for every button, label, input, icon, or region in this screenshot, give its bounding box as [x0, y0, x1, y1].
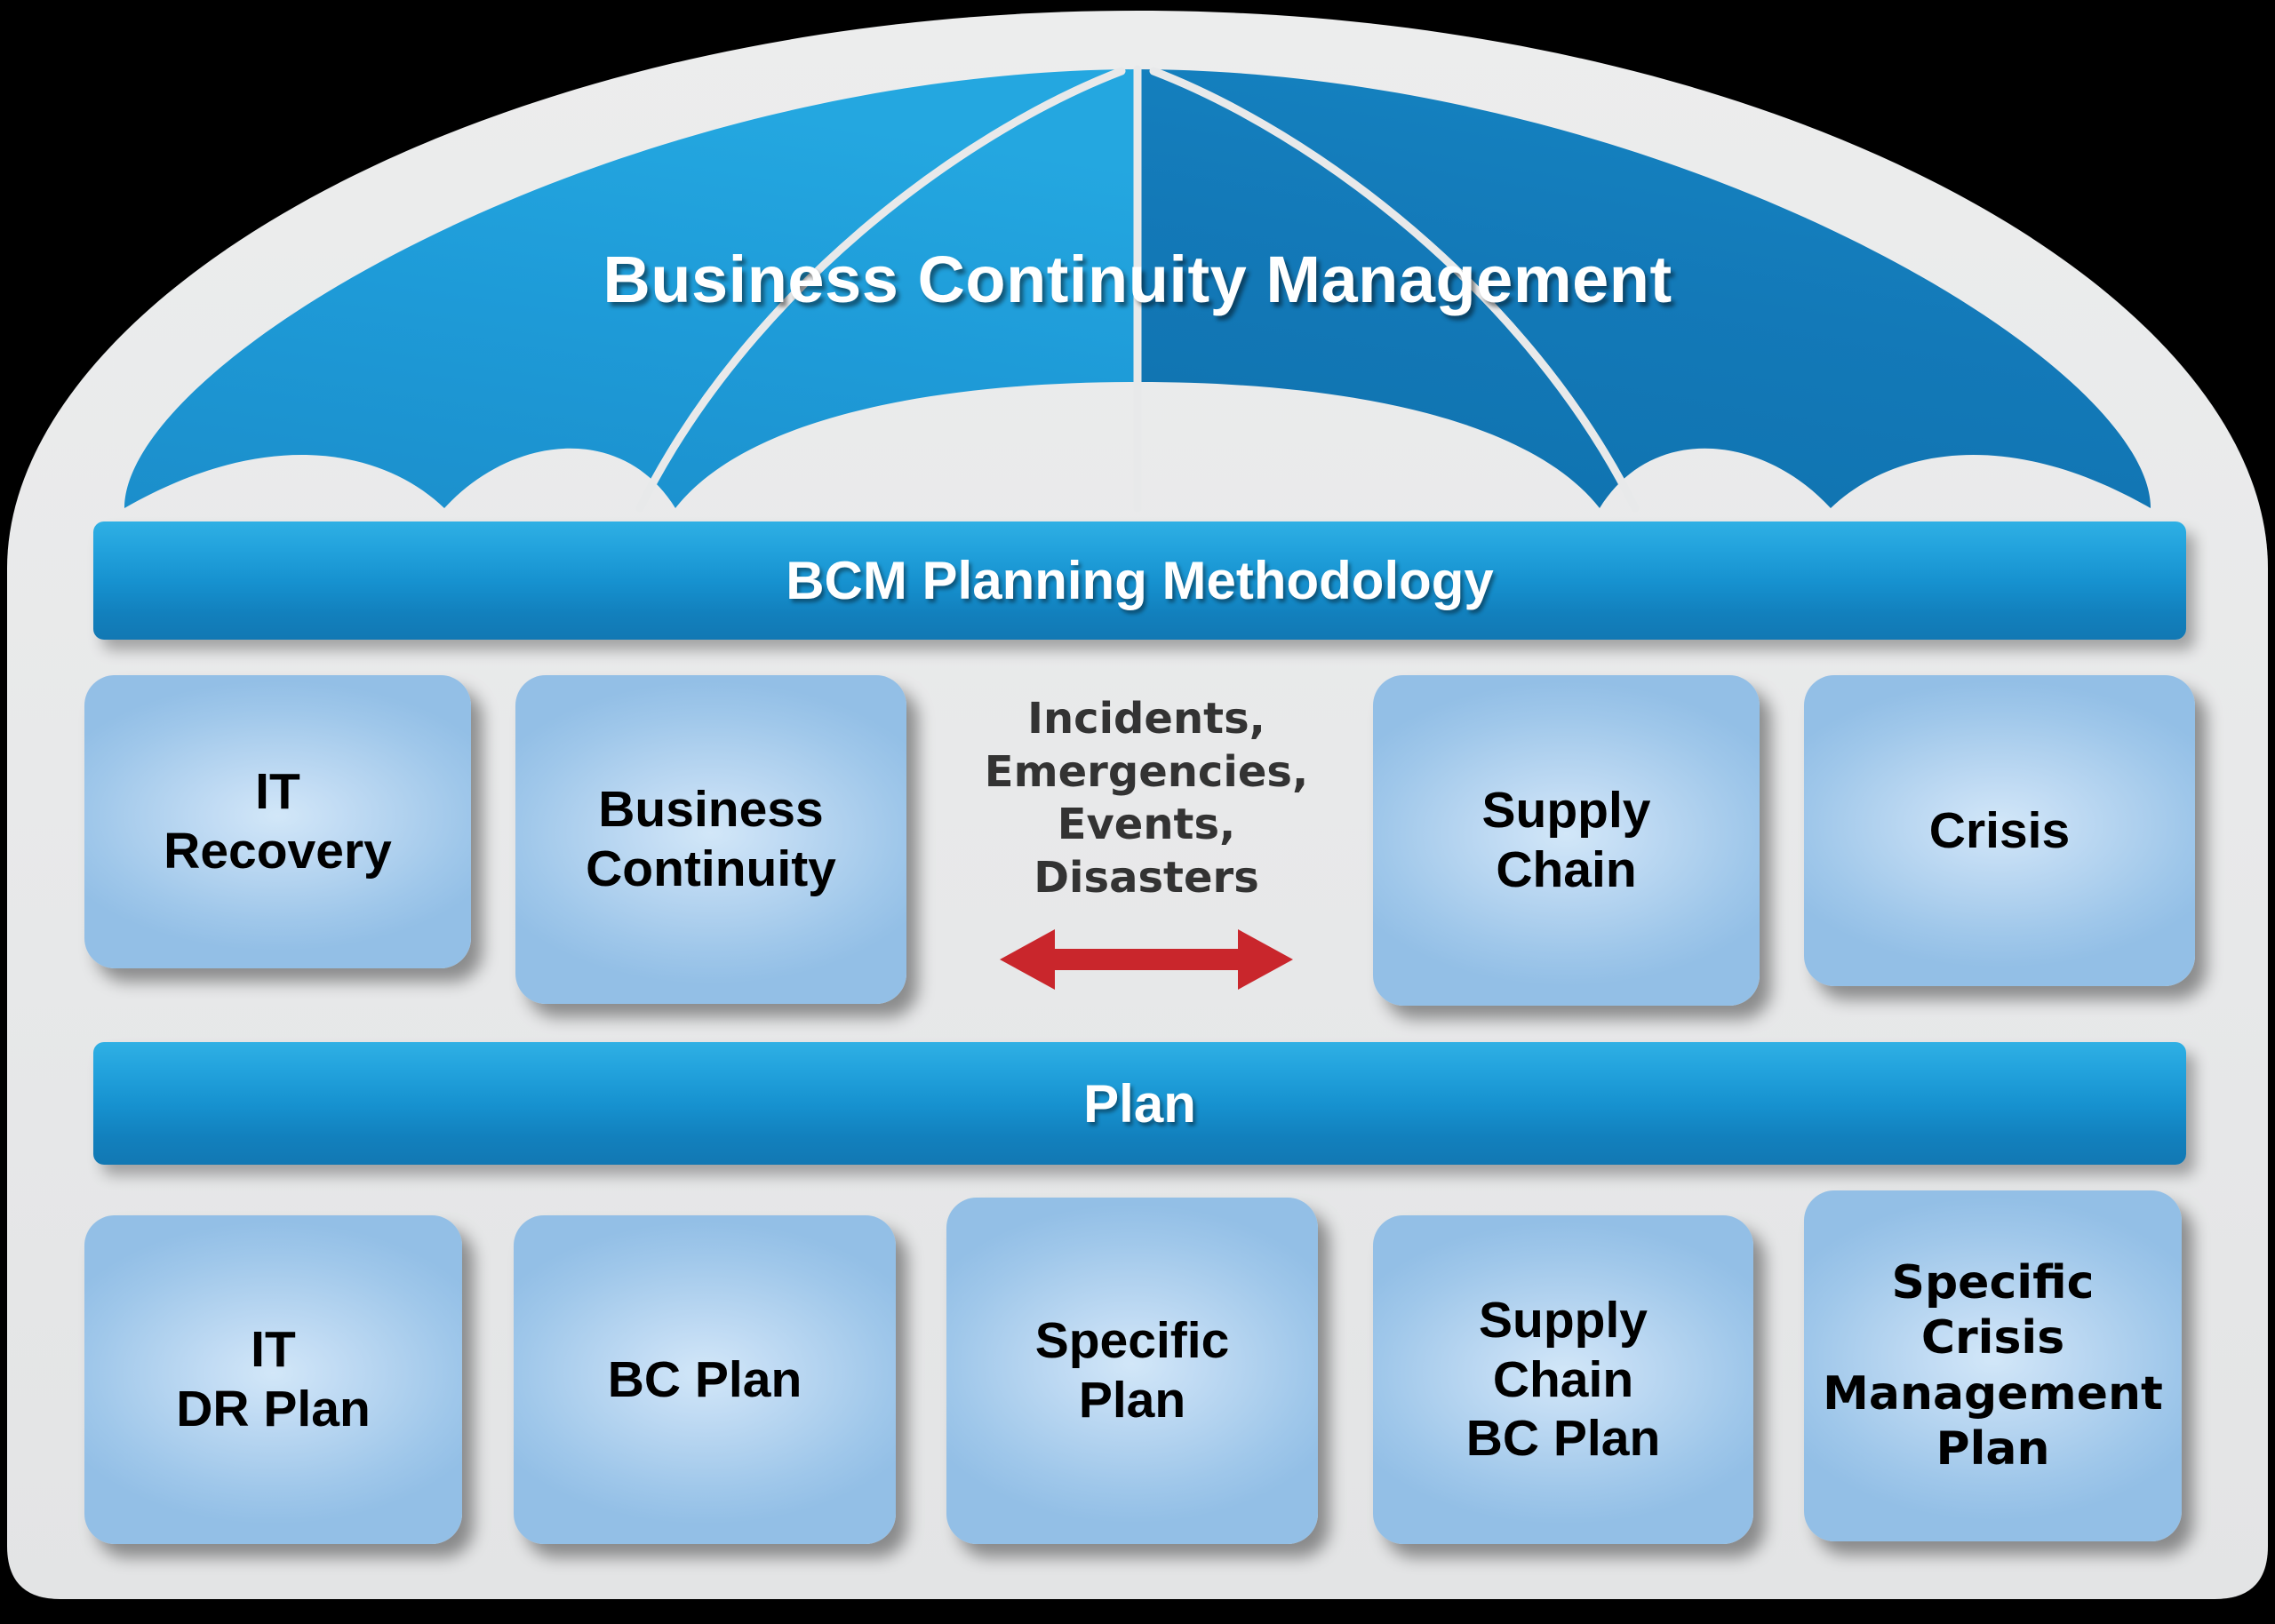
incidents-text: Incidents,Emergencies,Events,Disasters: [984, 694, 1309, 903]
umbrella-canopy: [124, 65, 2151, 513]
banner-bcm-planning-methodology[interactable]: BCM Planning Methodology: [93, 521, 2186, 640]
card-crisis-label: Crisis: [1928, 801, 2071, 859]
card-bc-plan[interactable]: BC Plan: [514, 1215, 896, 1544]
banner-plan[interactable]: Plan: [93, 1042, 2186, 1165]
double-arrow-icon: [920, 927, 1373, 991]
card-bc-plan-label: BC Plan: [607, 1350, 802, 1408]
card-crisis[interactable]: Crisis: [1804, 675, 2195, 986]
umbrella-half-right: [1138, 69, 2151, 508]
incidents-annotation: Incidents,Emergencies,Events,Disasters: [920, 693, 1373, 991]
umbrella-ribs: [635, 65, 1640, 513]
umbrella-title: Business Continuity Management: [603, 243, 1672, 316]
banner-bcm-label: BCM Planning Methodology: [786, 551, 1494, 610]
banner-plan-label: Plan: [1083, 1073, 1196, 1134]
umbrella-half-left: [124, 69, 1138, 508]
